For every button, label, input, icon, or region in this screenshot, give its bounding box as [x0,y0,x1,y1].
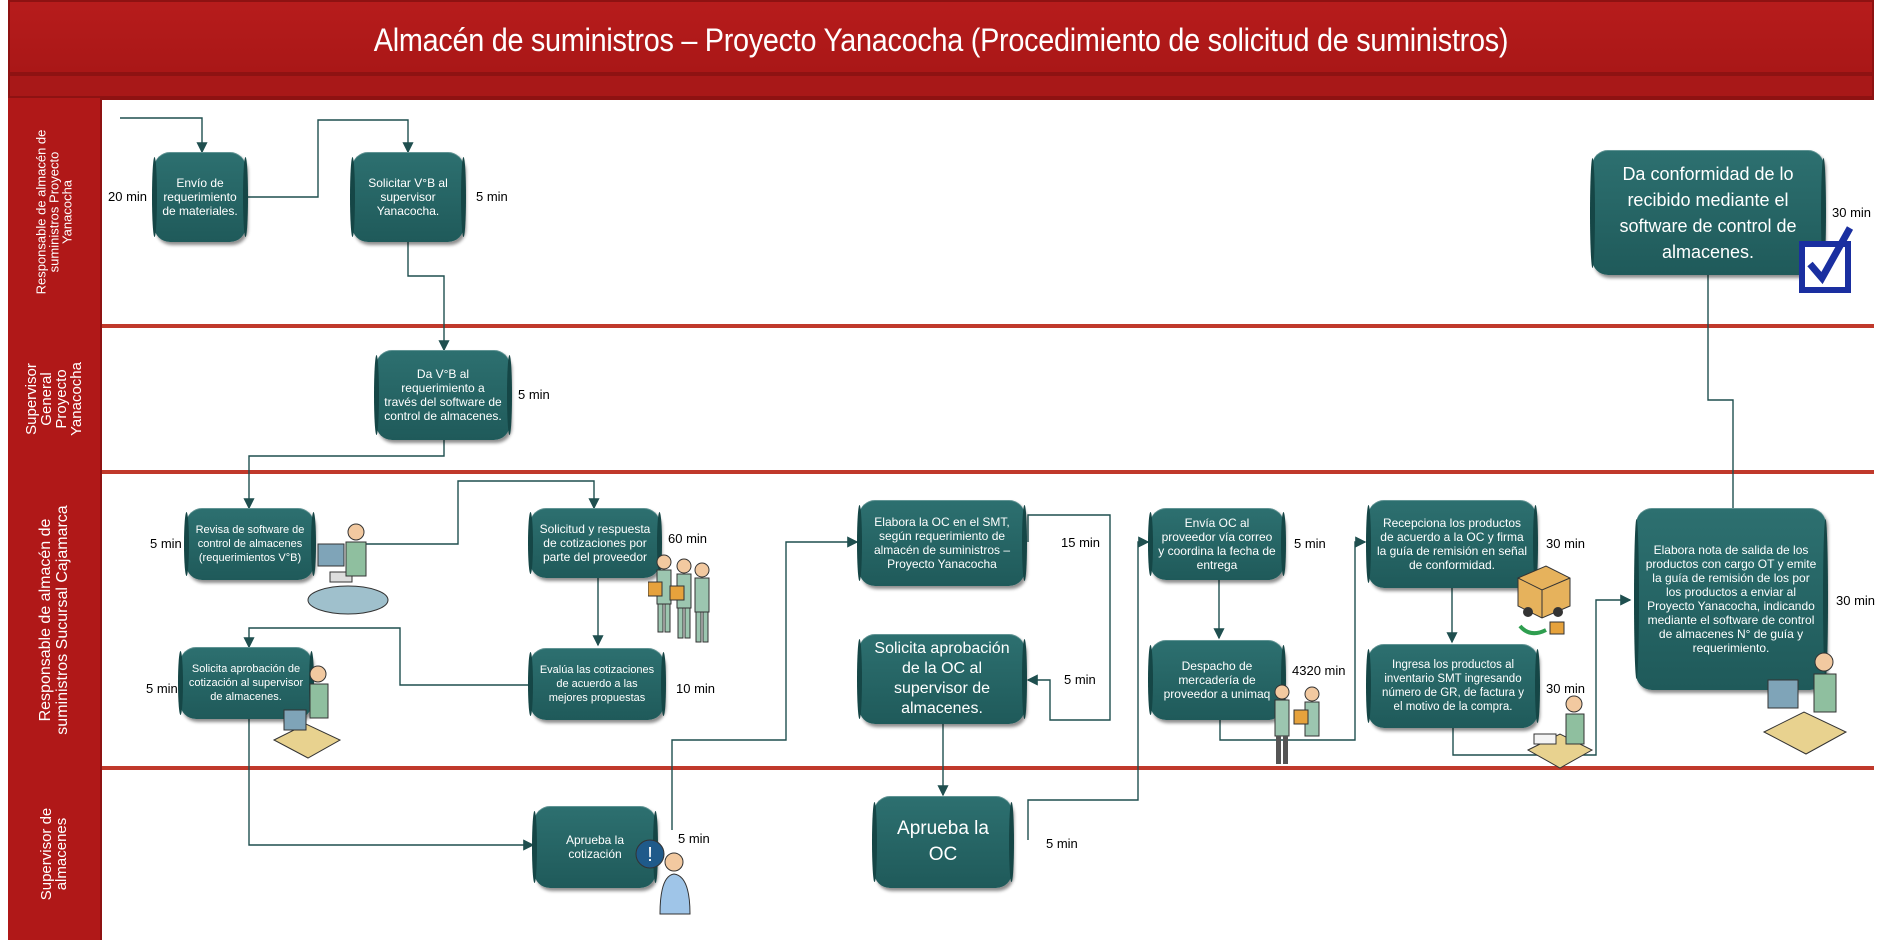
checkbox-check-icon [1799,226,1854,293]
diagram-frame: Almacén de suministros – Proyecto Yanaco… [8,0,1874,940]
time-label: 10 min [676,681,716,696]
time-label: 5 min [150,536,182,551]
step-da-conformidad[interactable]: Da conformidad de lo recibido mediante e… [1590,150,1826,275]
connector [1027,536,1150,840]
time-label: 5 min [678,831,710,846]
connector [1219,536,1367,741]
step-solicitud-cotizaciones[interactable]: Solicitud y respuesta de cotizaciones po… [528,508,662,578]
connector [360,480,600,545]
connector [671,536,859,830]
step-elabora-nota-salida[interactable]: Elabora nota de salida de los productos … [1634,508,1828,690]
person-at-computer-icon [307,523,389,615]
time-label: 30 min [1836,593,1876,608]
time-label: 30 min [1546,536,1586,551]
time-label: 15 min [1061,535,1101,550]
time-label: 60 min [668,531,708,546]
lane-header-supervisor-general: Supervisor General Proyecto Yanacocha [8,326,102,472]
connector [243,440,445,510]
lane-header-responsable-yanacocha: Responsable de almacén de suministros Pr… [8,98,102,326]
title-bar: Almacén de suministros – Proyecto Yanaco… [8,0,1874,74]
person-at-computer-icon [1762,652,1848,755]
step-evalua-cotizaciones[interactable]: Evalúa las cotizaciones de acuerdo a las… [528,648,666,720]
time-label: 5 min [146,681,178,696]
step-envio-requerimiento[interactable]: Envío de requerimiento de materiales. [152,152,248,242]
lane-header-supervisor-almacenes: Supervisor de almacenes [8,768,102,940]
svg-text:!: ! [647,844,653,866]
step-revisa-software[interactable]: Revisa de software de control de almacen… [184,508,316,580]
time-label: 30 min [1546,681,1586,696]
time-label: 5 min [1294,536,1326,551]
step-recepciona-productos[interactable]: Recepciona los productos de acuerdo a la… [1366,500,1538,588]
connector [1026,514,1111,721]
time-label: 5 min [476,189,508,204]
diagram-title: Almacén de suministros – Proyecto Yanaco… [373,22,1509,58]
title-sub-bar [8,74,1874,98]
delivery-truck-icon [1517,565,1571,636]
step-solicita-aprobacion-cotizacion[interactable]: Solicita aprobación de cotización al sup… [178,647,314,719]
connector [1702,243,1734,508]
people-with-boxes-icon [648,554,710,643]
step-elabora-oc[interactable]: Elabora la OC en el SMT, según requerimi… [857,500,1027,586]
connector [120,117,208,154]
connector [407,241,450,352]
person-with-documents-icon [1526,695,1594,769]
step-solicita-aprobacion-oc[interactable]: Solicita aprobación de la OC al supervis… [857,634,1027,724]
person-with-box-icon [1274,684,1320,764]
time-label: 30 min [1832,205,1872,220]
step-envia-oc-proveedor[interactable]: Envía OC al proveedor vía correo y coord… [1148,508,1286,580]
time-label: 20 min [108,189,148,204]
step-ingresa-productos[interactable]: Ingresa los productos al inventario SMT … [1366,644,1540,728]
person-headset-icon [272,665,342,759]
time-label: 5 min [1046,836,1078,851]
step-aprueba-oc[interactable]: Aprueba la OC [872,796,1014,888]
step-da-vb-requerimiento[interactable]: Da V°B al requerimiento a través del sof… [374,350,512,440]
person-question-icon: ! [635,839,691,915]
time-label: 4320 min [1292,663,1346,678]
connector [1452,594,1632,756]
step-despacho-mercaderia[interactable]: Despacho de mercadería de proveedor a un… [1148,640,1286,720]
connector [246,119,414,198]
connector [248,718,535,851]
time-label: 5 min [518,387,550,402]
lane-header-responsable-cajamarca: Responsable de almacén de suministros Su… [8,472,102,768]
connector [243,627,530,686]
time-label: 5 min [1064,672,1096,687]
step-solicitar-vb[interactable]: Solicitar V°B al supervisor Yanacocha. [350,152,466,242]
